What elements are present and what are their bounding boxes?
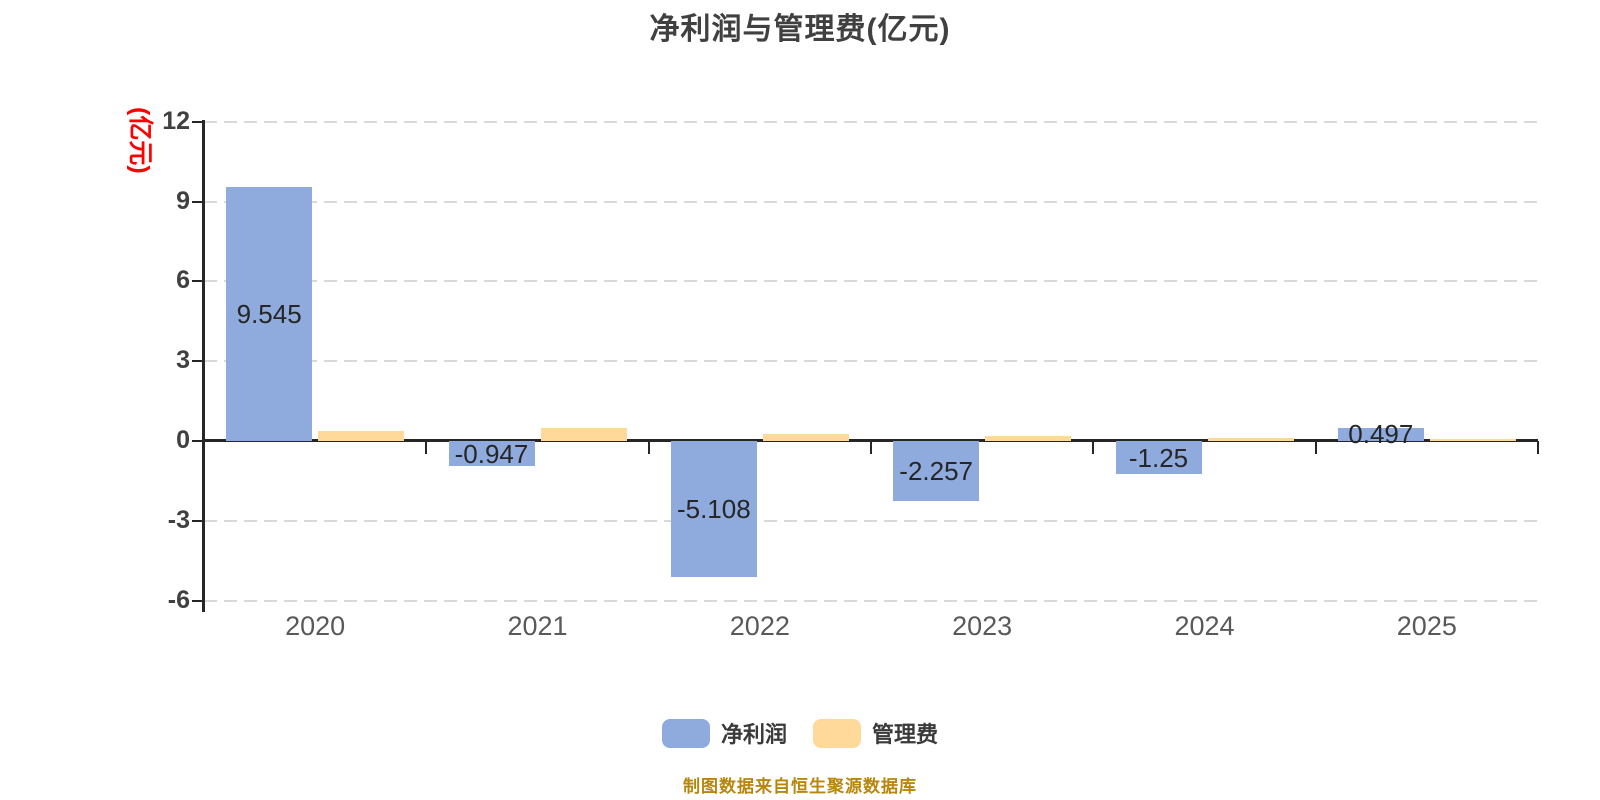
x-tick-label-2021: 2021	[507, 611, 568, 641]
x-tick-mark-2	[647, 441, 650, 454]
net-profit-bar-2021	[448, 441, 535, 467]
y-tick-mark-9	[192, 200, 205, 203]
management-fee-swatch	[813, 718, 861, 748]
y-tick-mark-3	[192, 360, 205, 363]
management-fee-legend-label: 管理费	[872, 722, 939, 747]
management-fee-bar-2021	[540, 428, 627, 441]
gridline-3	[204, 360, 1538, 363]
data-source-note: 制图数据来自恒生聚源数据库	[683, 777, 917, 796]
y-tick-mark--6	[192, 599, 205, 602]
x-tick-mark-3	[870, 441, 872, 454]
bar-value-label-2023: -2.257	[899, 456, 974, 487]
bar-value-label-2022: -5.108	[676, 493, 751, 524]
bar-value-label-2020: 9.545	[236, 299, 302, 330]
net-profit-legend-label: 净利润	[720, 722, 787, 747]
legend-item-net-profit: 净利润	[661, 717, 787, 749]
management-fee-bar-2020	[318, 431, 405, 441]
net-profit-bar-2023	[893, 441, 980, 502]
net-profit-bar-2024	[1115, 441, 1202, 475]
y-axis-line	[202, 120, 205, 612]
x-tick-label-2022: 2022	[729, 611, 790, 641]
net-profit-swatch	[661, 718, 710, 748]
gridline--6	[204, 599, 1538, 602]
management-fee-bar-2025	[1429, 438, 1516, 441]
net-profit-bar-2020	[226, 187, 313, 441]
chart-title: 净利润与管理费(亿元)	[649, 13, 951, 46]
bar-value-label-2025: 0.497	[1348, 419, 1414, 450]
gridline-6	[204, 280, 1538, 283]
net-profit-bar-2025	[1337, 427, 1424, 441]
x-tick-mark-6	[1537, 441, 1539, 454]
y-tick-mark--3	[192, 519, 205, 522]
management-fee-bar-2023	[985, 435, 1072, 441]
x-tick-label-2025: 2025	[1396, 611, 1457, 641]
gridline-9	[204, 200, 1538, 203]
y-tick-label-6: 6	[176, 266, 190, 295]
x-tick-mark-4	[1092, 441, 1095, 454]
y-tick-mark-12	[192, 120, 205, 123]
gridline-12	[204, 120, 1538, 123]
x-tick-label-2024: 2024	[1174, 611, 1235, 641]
y-tick-label-12: 12	[162, 106, 190, 135]
y-tick-label-3: 3	[176, 346, 190, 375]
y-tick-label-9: 9	[176, 186, 190, 215]
y-tick-label--6: -6	[167, 585, 190, 614]
x-tick-label-2020: 2020	[285, 611, 346, 641]
management-fee-bar-2024	[1207, 437, 1294, 441]
bar-value-label-2024: -1.25	[1128, 442, 1189, 473]
net-profit-bar-2022	[670, 441, 757, 577]
legend-item-management-fee: 管理费	[813, 717, 938, 749]
management-fee-bar-2022	[762, 434, 849, 441]
x-tick-label-2023: 2023	[952, 611, 1013, 641]
bar-value-label-2021: -0.947	[454, 438, 529, 469]
y-tick-label--3: -3	[167, 505, 190, 534]
x-tick-mark-5	[1314, 441, 1317, 454]
y-tick-label-0: 0	[176, 426, 190, 454]
gridline--3	[204, 519, 1538, 522]
y-tick-mark-0	[192, 440, 205, 442]
x-axis-zero-line	[204, 439, 1538, 442]
y-tick-mark-6	[192, 280, 205, 283]
legend: 净利润 管理费	[0, 717, 1600, 749]
x-tick-mark-1	[425, 441, 428, 454]
x-tick-mark-0	[203, 441, 205, 454]
